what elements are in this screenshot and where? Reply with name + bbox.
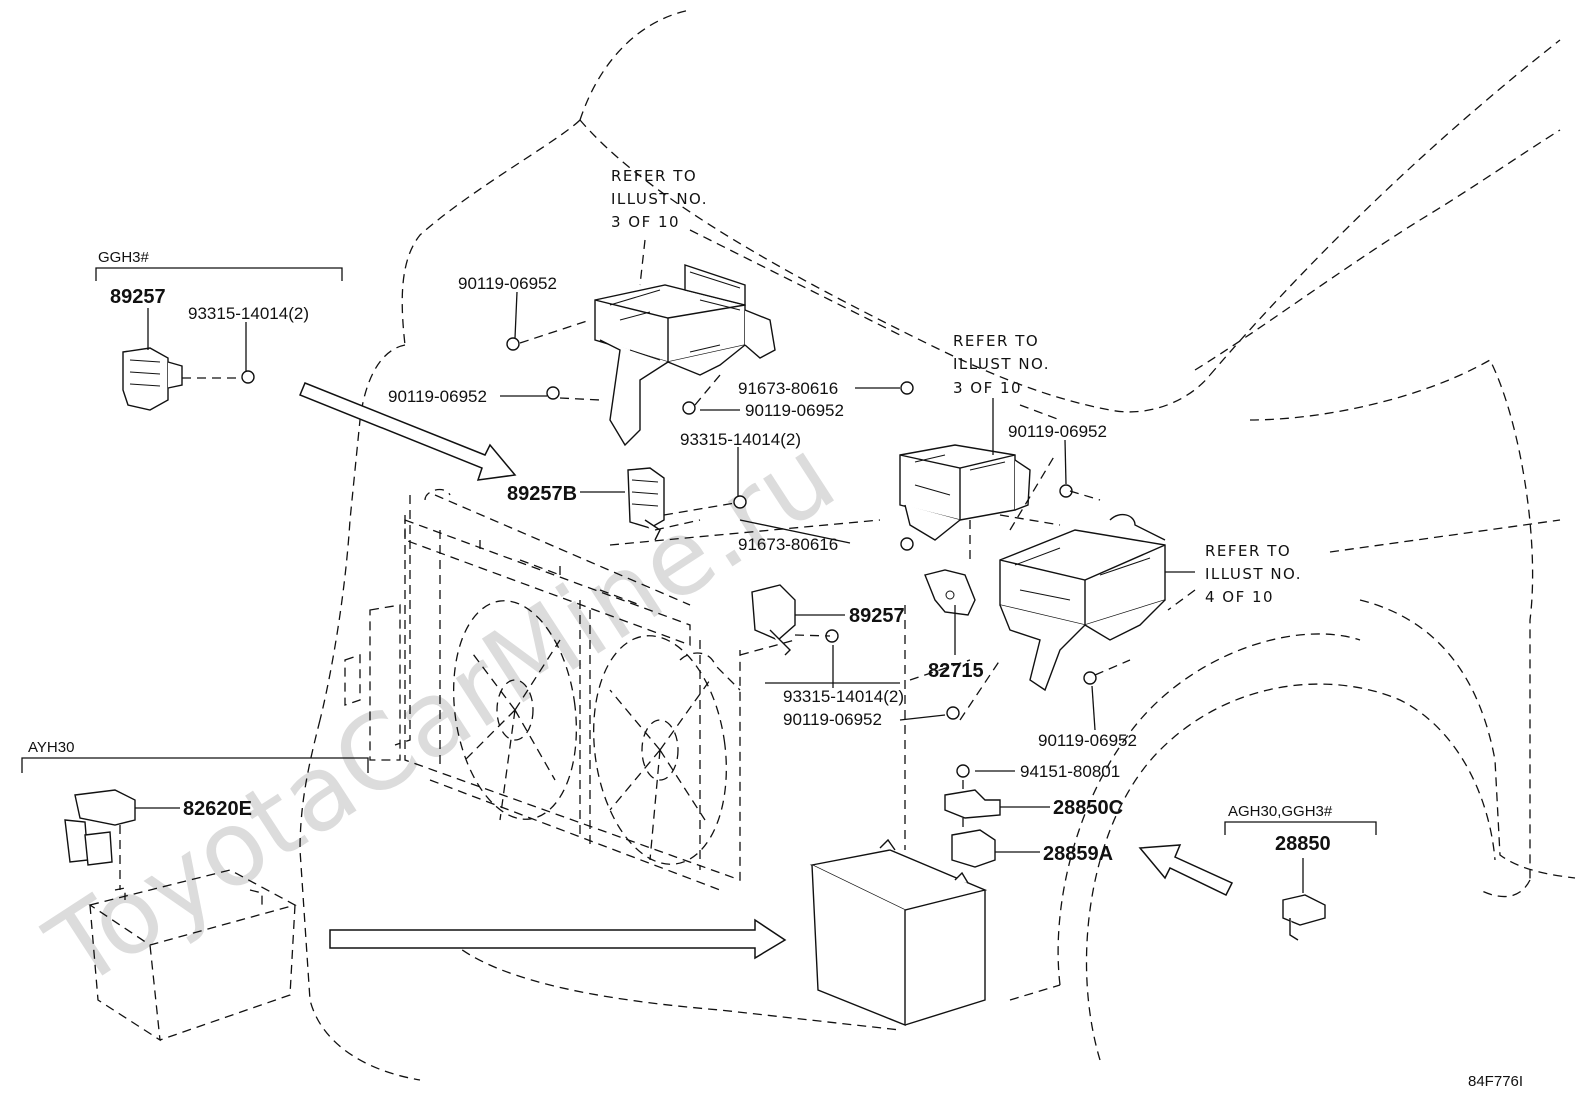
part-28859a[interactable]: 28859A (1043, 843, 1113, 865)
refer-note-1-line2: ILLUST NO. (611, 190, 708, 208)
part-93315-low[interactable]: 93315-14014(2) (783, 687, 904, 706)
part-90119-b[interactable]: 90119-06952 (388, 387, 487, 406)
vehicle-body-outline (299, 9, 1576, 1081)
sensor-89257-mid (751, 584, 796, 656)
refer-note-2-line2: ILLUST NO. (953, 355, 1050, 373)
part-82715[interactable]: 82715 (928, 660, 984, 682)
part-28850[interactable]: 28850 (1275, 833, 1331, 855)
refer-note-3-line3: 4 OF 10 (1205, 588, 1274, 606)
part-93315-left[interactable]: 93315-14014(2) (188, 304, 309, 323)
sensor-89257-left (122, 347, 183, 411)
sensor-82620e (64, 789, 136, 866)
arrow-to-battery (329, 918, 787, 960)
leader-lines (119, 229, 1561, 893)
arrow-from-sensor (1138, 844, 1234, 896)
sensor-28859a (951, 829, 996, 868)
part-93315-mid[interactable]: 93315-14014(2) (680, 430, 801, 449)
bolts (241, 337, 1097, 778)
sensor-28850 (1282, 894, 1326, 941)
radiator-assembly (344, 488, 741, 891)
part-89257-mid[interactable]: 89257 (849, 605, 905, 627)
part-90119-right[interactable]: 90119-06952 (1008, 422, 1107, 441)
refer-note-2-line1: REFER TO (953, 332, 1039, 350)
part-28850c[interactable]: 28850C (1053, 797, 1123, 819)
part-90119-far[interactable]: 90119-06952 (1038, 731, 1137, 750)
refer-note-3-line1: REFER TO (1205, 542, 1291, 560)
clamp-28850c (944, 789, 1001, 819)
figure-code: 84F776I (1468, 1073, 1523, 1090)
arrow-to-radiator (299, 382, 517, 481)
sensor-89257b (627, 467, 665, 541)
refer-note-3-line2: ILLUST NO. (1205, 565, 1302, 583)
group-label-ggh3: GGH3# (98, 249, 150, 266)
part-89257b[interactable]: 89257B (507, 483, 577, 505)
part-90119-a[interactable]: 90119-06952 (458, 274, 557, 293)
group-label-ayh30: AYH30 (28, 739, 74, 756)
relay-block-middle (899, 444, 1031, 541)
battery-right (809, 838, 988, 1027)
refer-note-2-line3: 3 OF 10 (953, 379, 1022, 397)
part-89257-left[interactable]: 89257 (110, 286, 166, 308)
refer-note-1-line3: 3 OF 10 (611, 213, 680, 231)
relay-block-right (999, 513, 1166, 692)
group-label-agh30-ggh3: AGH30,GGH3# (1228, 803, 1333, 820)
bracket-82715 (924, 569, 976, 616)
part-91673-a[interactable]: 91673-80616 (738, 379, 838, 398)
relay-block-upper (594, 264, 776, 447)
part-94151[interactable]: 94151-80801 (1020, 762, 1120, 781)
part-90119-c[interactable]: 90119-06952 (745, 401, 844, 420)
part-82620e[interactable]: 82620E (183, 798, 252, 820)
part-91673-b[interactable]: 91673-80616 (738, 535, 838, 554)
battery-left (88, 869, 297, 1042)
refer-note-1-line1: REFER TO (611, 167, 697, 185)
group-brackets (21, 267, 1377, 835)
part-90119-low[interactable]: 90119-06952 (783, 710, 882, 729)
